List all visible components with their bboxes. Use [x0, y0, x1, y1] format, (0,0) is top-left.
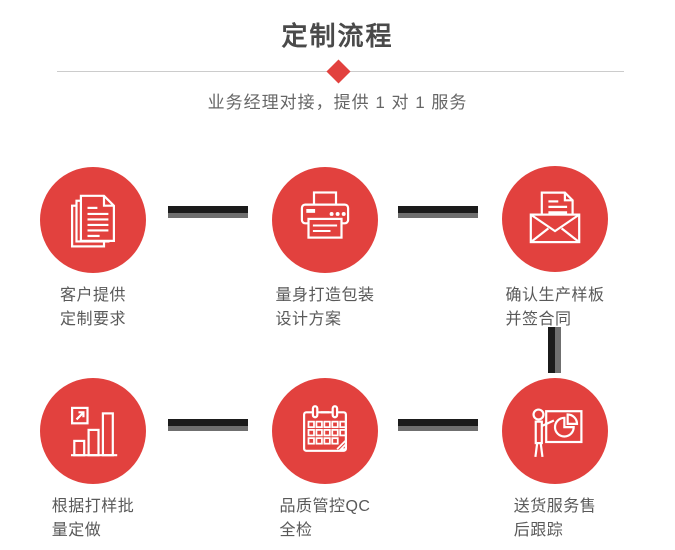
connector-step2-step3	[398, 206, 478, 218]
connector-step4-step5	[168, 419, 248, 431]
presentation-icon	[532, 408, 583, 457]
step-label-line: 定制要求	[59, 311, 126, 328]
step-label-line: 根据打样批	[51, 498, 135, 515]
step-circle-4	[40, 378, 146, 484]
step-label-line: 后跟踪	[513, 522, 564, 539]
connector-step5-step6	[398, 419, 478, 431]
step-label-5: 品质管控QC 全检	[215, 495, 435, 543]
envelope-icon	[529, 191, 581, 244]
step-label-2: 量身打造包装 设计方案	[215, 284, 435, 332]
step-label-3: 确认生产样板 并签合同	[445, 284, 665, 332]
step-label-line: 品质管控QC	[279, 498, 371, 515]
step-label-line: 并签合同	[505, 311, 572, 328]
diamond-icon	[326, 59, 351, 84]
step-label-line: 量身打造包装	[275, 287, 375, 304]
bar-chart-icon	[71, 406, 118, 457]
step-label-line: 确认生产样板	[505, 287, 605, 304]
printer-icon	[300, 191, 350, 239]
calendar-icon	[303, 405, 347, 452]
step-label-4: 根据打样批 量定做	[0, 495, 203, 543]
step-circle-2	[272, 167, 378, 273]
step-label-line: 全检	[279, 522, 313, 539]
subtitle: 业务经理对接，提供 1 对 1 服务	[207, 93, 468, 112]
step-label-line: 量定做	[51, 522, 102, 539]
page-title: 定制流程	[281, 21, 394, 51]
step-label-line: 送货服务售	[513, 498, 597, 515]
step-circle-3	[502, 166, 608, 272]
step-label-line: 设计方案	[275, 311, 342, 328]
step-label-line: 客户提供	[59, 287, 126, 304]
connector-step1-step2	[168, 206, 248, 218]
step-label-1: 客户提供 定制要求	[0, 284, 203, 332]
documents-icon	[71, 194, 115, 248]
step-circle-1	[40, 167, 146, 273]
step-circle-5	[272, 378, 378, 484]
connector-step3-step6	[548, 327, 561, 373]
step-circle-6	[502, 378, 608, 484]
step-label-6: 送货服务售 后跟踪	[445, 495, 665, 543]
